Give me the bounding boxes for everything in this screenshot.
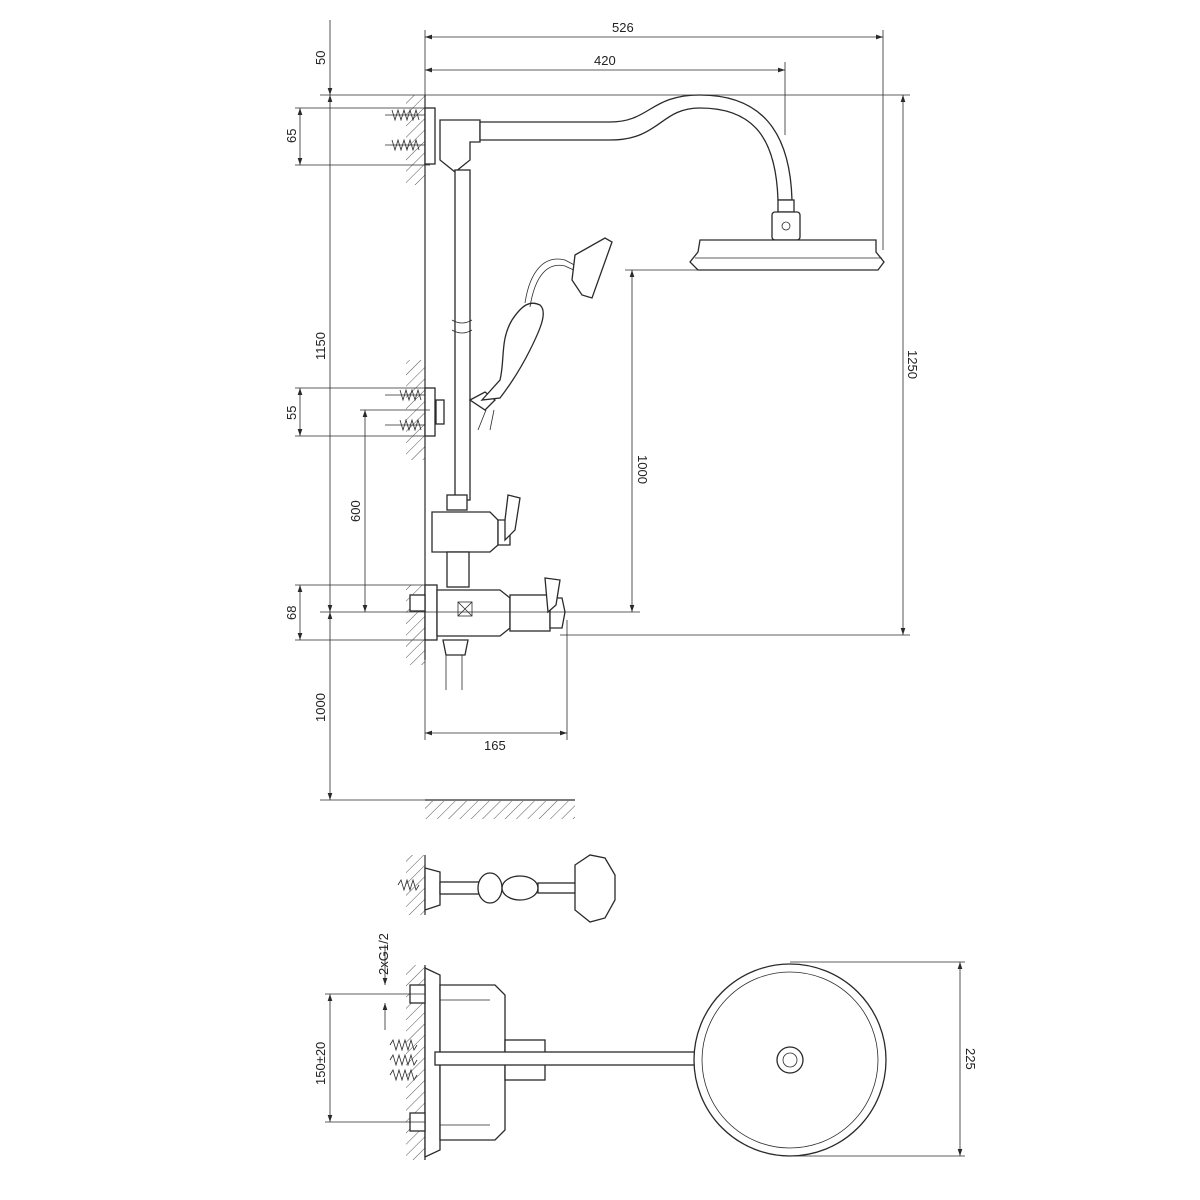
dim-connection-thread: 2xG1/2 xyxy=(376,933,391,975)
dim-inlet-spacing: 150±20 xyxy=(313,1042,328,1085)
mixer-plan-view xyxy=(389,963,887,1160)
dim-mixer-bracket-spacing: 68 xyxy=(284,606,299,620)
dim-arm-reach: 420 xyxy=(594,53,616,68)
shower-column-side-view xyxy=(385,94,885,690)
dim-total-height: 1250 xyxy=(905,350,920,379)
wall xyxy=(406,95,426,665)
dim-mixer-projection: 165 xyxy=(484,738,506,753)
dim-head-diameter: 225 xyxy=(963,1048,978,1070)
dim-bracket-to-mixer: 600 xyxy=(348,500,363,522)
dim-head-to-mixer: 1000 xyxy=(635,455,650,484)
dim-top-offset: 50 xyxy=(313,51,328,65)
floor xyxy=(425,799,575,819)
dimension-lines xyxy=(295,20,965,1157)
hand-shower-plan-view xyxy=(397,854,616,923)
dim-middle-bracket-spacing: 55 xyxy=(284,406,299,420)
dim-top-bracket-spacing: 65 xyxy=(284,129,299,143)
dim-bracket-distance: 1150 xyxy=(313,332,328,360)
dim-overall-reach: 526 xyxy=(612,20,634,35)
dim-mixer-height-from-floor: 1000 xyxy=(313,693,328,722)
